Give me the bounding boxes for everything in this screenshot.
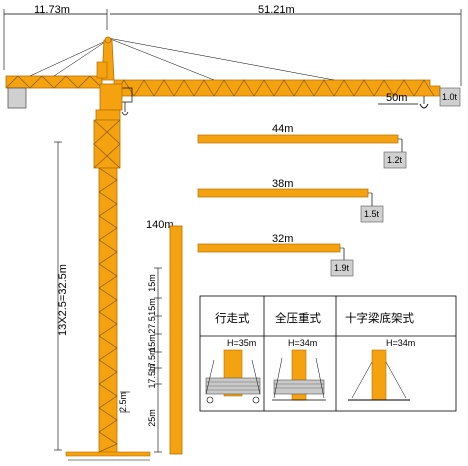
base-header-crossbeam: 十字梁底架式 xyxy=(345,311,414,325)
base-type-table: 行走式 全压重式 十字梁底架式 H=35m H=34m H=34m xyxy=(199,295,457,412)
base-header-ballast: 全压重式 xyxy=(275,311,321,325)
base-header-mobile: 行走式 xyxy=(215,311,250,325)
mast-segment-label: 15m xyxy=(147,274,157,292)
tower-mast xyxy=(65,167,151,461)
mast-total-label: 140m xyxy=(146,219,174,231)
jib-variant-3-length: 32m xyxy=(272,233,293,245)
counter-jib-length: 11.73m xyxy=(34,4,70,16)
main-jib-length: 51.21m xyxy=(258,4,295,16)
base-height-ballast: H=34m xyxy=(288,338,317,348)
base-height-mobile: H=35m xyxy=(227,338,256,348)
jib-variant-1-length: 44m xyxy=(272,123,293,135)
jib-variant-2: 38m 1.5t xyxy=(197,178,384,223)
mast-segment-label: 15m xyxy=(147,298,157,316)
section-dimension: 2.5m xyxy=(118,391,130,413)
operator-cab xyxy=(99,83,123,111)
mobile-base-drawing xyxy=(205,349,261,404)
tower-height-dimension: 13X2.5=32.5m xyxy=(54,141,69,451)
jib-variant-1-load: 1.2t xyxy=(387,155,403,165)
crossbeam-base-drawing xyxy=(348,349,410,401)
jib-variant-2-load: 1.5t xyxy=(364,209,380,219)
tower-height-label: 13X2.5=32.5m xyxy=(57,264,69,336)
base-height-crossbeam: H=34m xyxy=(386,338,415,348)
counterweight-block xyxy=(7,87,27,109)
climbing-frame xyxy=(93,119,121,169)
mast-segment-label: 25m xyxy=(147,409,157,427)
jib-variant-2-length: 38m xyxy=(272,178,293,190)
tower-head xyxy=(93,36,123,169)
mast-segment-label: 15m xyxy=(147,334,157,352)
mast-segment-label: 27.5 xyxy=(147,316,157,334)
jib-variant-3-load: 1.9t xyxy=(334,263,350,273)
counter-jib xyxy=(5,39,109,109)
section-label: 2.5m xyxy=(118,392,128,412)
tip-load-label: 1.0t xyxy=(442,92,458,102)
jib-variant-1: 44m 1.2t xyxy=(197,123,407,169)
tip-radius-dimension: 50m xyxy=(378,92,418,105)
tip-radius-label: 50m xyxy=(386,92,407,104)
tip-load-box: 1.0t xyxy=(439,87,461,107)
mast-segment-label: 17.5m xyxy=(147,347,157,372)
ballast-base-drawing xyxy=(272,349,326,401)
main-jib-dimension: 51.21m xyxy=(110,4,462,86)
counter-jib-dimension: 11.73m xyxy=(3,4,108,70)
jib-variant-3: 32m 1.9t xyxy=(197,233,354,277)
mast-segment-label: 17.5m xyxy=(147,363,157,388)
